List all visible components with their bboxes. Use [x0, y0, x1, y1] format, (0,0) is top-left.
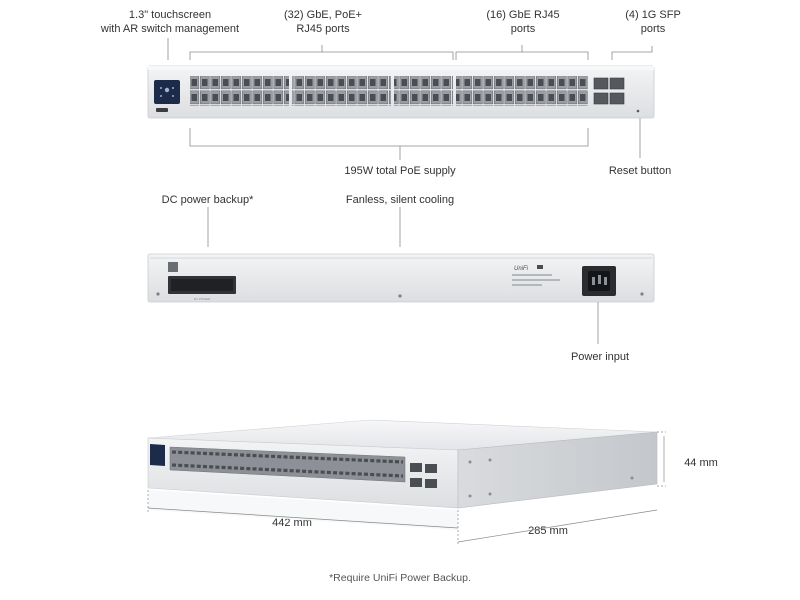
- sfp-ports: [593, 77, 625, 105]
- gbe-port-group-2: [494, 76, 588, 106]
- cooling-label: Fanless, silent cooling: [345, 194, 455, 206]
- touchscreen-label: 1.3" touchscreen with AR switch manageme…: [100, 9, 240, 35]
- power-input-label: Power input: [570, 351, 630, 363]
- reset-button[interactable]: [636, 109, 640, 113]
- poe-port-group-3: [394, 76, 453, 106]
- front-switch: [147, 65, 655, 119]
- dimension-arrows: [147, 436, 665, 543]
- svg-text:DC POWER: DC POWER: [194, 297, 211, 301]
- poe-ports-label: (32) GbE, PoE+ RJ45 ports: [284, 9, 362, 35]
- dimension-lines: [147, 431, 666, 544]
- poe-supply-label: 195W total PoE supply: [344, 165, 456, 177]
- poe-port-group-1: [190, 76, 289, 106]
- brand-logo: UniFi: [514, 266, 529, 272]
- gbe-ports-label: (16) GbE RJ45 ports: [486, 9, 560, 35]
- sfp-ports-label: (4) 1G SFP ports: [625, 9, 681, 35]
- front-leader-lines: [167, 38, 653, 344]
- gbe-port-group-1: [456, 76, 494, 106]
- width-dimension-label: 442 mm: [272, 517, 312, 529]
- footnote: *Require UniFi Power Backup.: [329, 572, 471, 584]
- depth-dimension-label: 285 mm: [528, 525, 568, 537]
- isometric-switch: [147, 419, 658, 530]
- height-dimension-label: 44 mm: [684, 457, 718, 469]
- rear-switch: DC POWER UniFi: [147, 253, 655, 303]
- dc-power-backup-label: DC power backup*: [161, 194, 254, 206]
- reset-button-label: Reset button: [608, 165, 672, 177]
- poe-port-group-2: [292, 76, 391, 106]
